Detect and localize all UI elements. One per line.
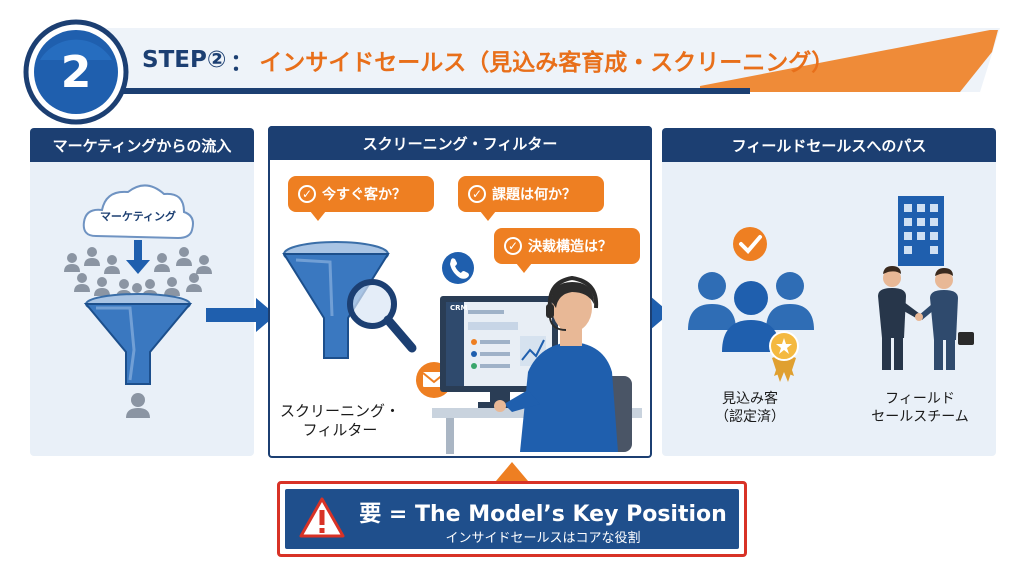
callout-main-text: 要 = The Model’s Key Position [359, 502, 727, 527]
check-circle-icon: ✓ [468, 185, 486, 203]
step-number: 2 [60, 46, 92, 98]
question-text-3: 決裁構造は？ [528, 239, 612, 255]
prospect-label-line1: 見込み客 [722, 391, 778, 407]
panel-marketing-inflow: マーケティングからの流入 [30, 128, 254, 456]
callout-body: 要 = The Model’s Key Position インサイドセールスはコ… [285, 489, 739, 549]
question-text-2: 課題は何か？ [492, 187, 576, 203]
title-colon: ： [230, 50, 254, 76]
panel-marketing-title: マーケティングからの流入 [30, 128, 254, 162]
field-sales-team-label: フィールド セールスチーム [858, 390, 982, 426]
panel-screening-title: スクリーニング・フィルター [268, 126, 652, 160]
key-position-callout: 要 = The Model’s Key Position インサイドセールスはコ… [277, 481, 747, 557]
cloud-label: マーケティング [99, 210, 177, 223]
prospect-label-line2: （認定済） [715, 409, 785, 425]
field-sales-team-label-line2: セールスチーム [871, 409, 969, 425]
question-bubble-3: ✓ 決裁構造は？ [494, 228, 640, 273]
screening-filter-label: スクリーニング・ フィルター [280, 402, 400, 440]
callout-sub-text: インサイドセールスはコアな役割 [445, 531, 641, 546]
crm-label: CRM [450, 304, 468, 312]
screening-filter-label-line2: フィルター [302, 421, 378, 439]
step-circle-icon [23, 19, 129, 125]
warning-icon [299, 497, 345, 538]
field-sales-team-label-line1: フィールド [885, 391, 955, 407]
question-bubble-1: ✓ 今すぐ客か？ [288, 176, 434, 221]
question-text-1: 今すぐ客か？ [322, 187, 406, 203]
prospect-label: 見込み客 （認定済） [700, 390, 800, 426]
header-graphic [23, 19, 1000, 125]
step-label: STEP② [142, 47, 227, 73]
check-circle-icon: ✓ [298, 185, 316, 203]
page-title: STEP② ： インサイドセールス（見込み客育成・スクリーニング） [142, 40, 834, 80]
question-bubble-2: ✓ 課題は何か？ [458, 176, 604, 221]
title-text: インサイドセールス（見込み客育成・スクリーニング） [259, 50, 835, 76]
panel-field-sales-title: フィールドセールスへのパス [662, 128, 996, 162]
screening-filter-label-line1: スクリーニング・ [280, 402, 401, 420]
check-circle-icon: ✓ [504, 237, 522, 255]
